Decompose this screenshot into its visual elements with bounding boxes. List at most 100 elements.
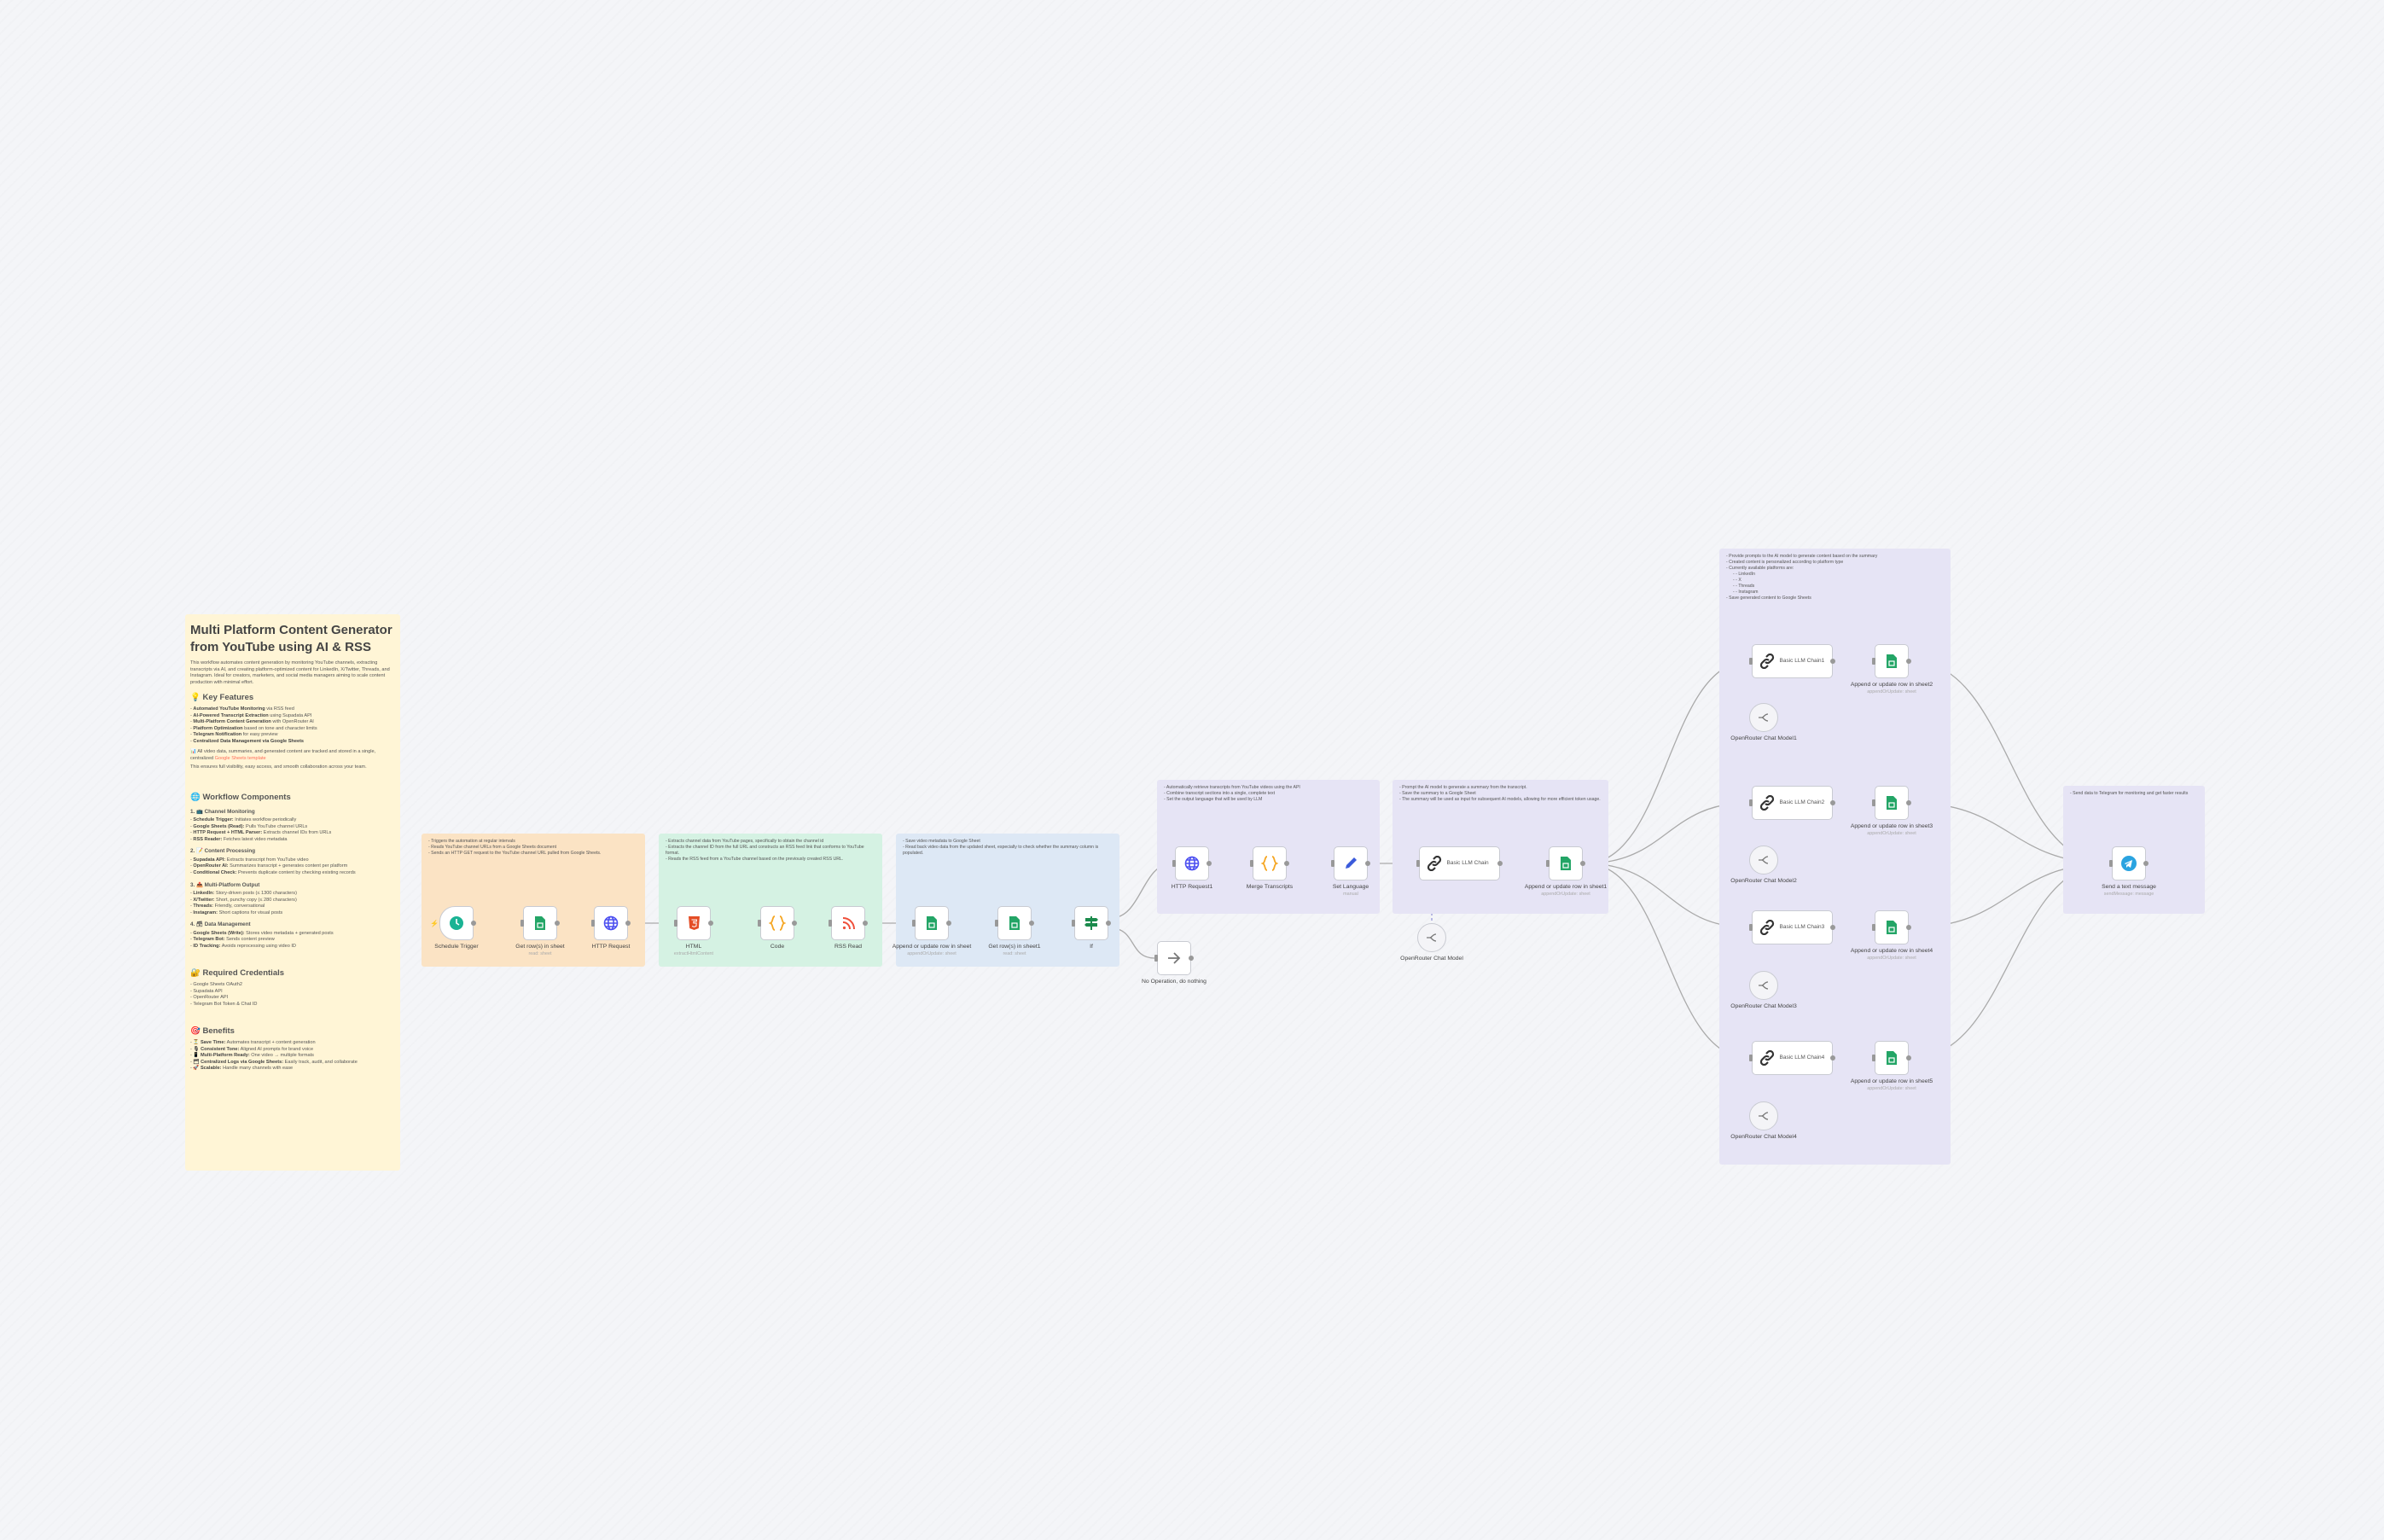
group-sticky-g1[interactable]: Triggers the automation at regular inter… — [422, 834, 645, 967]
node-llm3[interactable]: Basic LLM Chain3 — [1748, 910, 1835, 944]
node-http[interactable] — [591, 906, 631, 940]
output-handle[interactable] — [1207, 861, 1212, 866]
node-app5[interactable] — [1872, 1041, 1911, 1075]
output-handle[interactable] — [1580, 861, 1585, 866]
input-handle[interactable] — [1072, 920, 1075, 927]
input-handle[interactable] — [829, 920, 832, 927]
output-handle[interactable] — [708, 921, 713, 926]
group-sticky-g3[interactable]: Save video metadata to Google SheetRead … — [896, 834, 1119, 967]
output-handle[interactable] — [1829, 925, 1835, 930]
input-handle[interactable] — [591, 920, 595, 927]
output-handle[interactable] — [555, 921, 560, 926]
output-handle[interactable] — [1829, 800, 1835, 805]
node-model[interactable] — [1417, 923, 1446, 952]
input-handle[interactable] — [1748, 799, 1753, 806]
node-model3[interactable] — [1749, 971, 1778, 1000]
node-rss[interactable] — [829, 906, 868, 940]
input-handle[interactable] — [1872, 924, 1875, 931]
node-tg[interactable] — [2109, 846, 2149, 880]
output-handle[interactable] — [1284, 861, 1289, 866]
output-handle[interactable] — [946, 921, 951, 926]
output-handle[interactable] — [471, 921, 476, 926]
input-handle[interactable] — [1546, 860, 1550, 867]
node-label-block: Schedule Trigger — [414, 944, 499, 950]
item-text: Avoids reprocessing using video ID — [220, 943, 296, 949]
group-note: Created content is personalized accordin… — [1726, 560, 1944, 566]
group-sticky-g7[interactable]: Send data to Telegram for monitoring and… — [2063, 786, 2205, 914]
input-handle[interactable] — [1748, 924, 1753, 931]
output-handle[interactable] — [1029, 921, 1034, 926]
node-append[interactable] — [912, 906, 951, 940]
node-getrow2[interactable] — [995, 906, 1034, 940]
node-model2[interactable] — [1749, 846, 1778, 875]
input-handle[interactable] — [2109, 860, 2113, 867]
node-app4[interactable] — [1872, 910, 1911, 944]
output-handle[interactable] — [2143, 861, 2149, 866]
node-if[interactable] — [1072, 906, 1111, 940]
node-llm2[interactable]: Basic LLM Chain2 — [1748, 786, 1835, 820]
output-handle[interactable] — [863, 921, 868, 926]
input-handle[interactable] — [758, 920, 761, 927]
output-handle[interactable] — [792, 921, 797, 926]
node-model4[interactable] — [1749, 1101, 1778, 1130]
list-item: Multi-Platform Content Generation with O… — [190, 719, 395, 726]
output-handle[interactable] — [1906, 925, 1911, 930]
item-bold: Google Sheets (Write): — [193, 930, 245, 936]
output-handle[interactable] — [1497, 861, 1503, 866]
output-handle[interactable] — [1189, 956, 1194, 961]
google-sheets-template-link[interactable]: Google Sheets template — [214, 755, 266, 761]
node-setlang[interactable] — [1331, 846, 1370, 880]
group-note: Send data to Telegram for monitoring and… — [2070, 791, 2198, 797]
output-handle[interactable] — [1365, 861, 1370, 866]
node-llm[interactable]: Basic LLM Chain — [1416, 846, 1503, 880]
component-items: Schedule Trigger: Initiates workflow per… — [190, 817, 395, 843]
output-handle[interactable] — [1829, 659, 1835, 664]
list-item: ID Tracking: Avoids reprocessing using v… — [190, 944, 395, 950]
input-handle[interactable] — [912, 920, 916, 927]
item-bold: Multi-Platform Content Generation — [193, 719, 271, 725]
list-item: OpenRouter AI: Summarizes transcript + g… — [190, 863, 395, 870]
input-handle[interactable] — [1416, 860, 1420, 867]
node-label-block: OpenRouter Chat Model3 — [1721, 1003, 1806, 1010]
node-merge[interactable] — [1250, 846, 1289, 880]
workflow-description-sticky-note[interactable]: Multi Platform Content Generator from Yo… — [185, 614, 400, 1171]
node-sched[interactable]: ⚡ — [430, 906, 476, 940]
node-label: OpenRouter Chat Model4 — [1730, 1134, 1797, 1140]
output-handle[interactable] — [625, 921, 631, 926]
output-handle[interactable] — [1906, 1055, 1911, 1061]
input-handle[interactable] — [1872, 658, 1875, 665]
node-app2[interactable] — [1872, 644, 1911, 678]
input-handle[interactable] — [1872, 1055, 1875, 1061]
input-handle[interactable] — [1172, 860, 1176, 867]
input-handle[interactable] — [1250, 860, 1253, 867]
input-handle[interactable] — [520, 920, 524, 927]
storage-note: 📊 All video data, summaries, and generat… — [190, 749, 395, 762]
node-html[interactable] — [674, 906, 713, 940]
input-handle[interactable] — [1154, 955, 1158, 962]
node-model1[interactable] — [1749, 703, 1778, 732]
node-http1[interactable] — [1172, 846, 1212, 880]
node-app3[interactable] — [1872, 786, 1911, 820]
node-append1[interactable] — [1546, 846, 1585, 880]
item-text: Story-driven posts (≤ 1300 characters) — [214, 891, 297, 897]
input-handle[interactable] — [1748, 1055, 1753, 1061]
group-sticky-g2[interactable]: Extracts channel data from YouTube pages… — [659, 834, 882, 967]
node-noop[interactable] — [1154, 941, 1194, 975]
output-handle[interactable] — [1106, 921, 1111, 926]
output-handle[interactable] — [1829, 1055, 1835, 1061]
input-handle[interactable] — [995, 920, 998, 927]
node-code[interactable] — [758, 906, 797, 940]
input-handle[interactable] — [1872, 799, 1875, 806]
node-getrows[interactable] — [520, 906, 560, 940]
output-handle[interactable] — [1906, 800, 1911, 805]
item-text: Short, punchy copy (≤ 280 characters) — [214, 897, 297, 903]
node-subtitle: sendMessage: message — [2103, 892, 2154, 898]
input-handle[interactable] — [1331, 860, 1334, 867]
node-llm1[interactable]: Basic LLM Chain1 — [1748, 644, 1835, 678]
input-handle[interactable] — [674, 920, 677, 927]
output-handle[interactable] — [1906, 659, 1911, 664]
node-llm4[interactable]: Basic LLM Chain4 — [1748, 1041, 1835, 1075]
group-note: - X — [1726, 578, 1944, 584]
input-handle[interactable] — [1748, 658, 1753, 665]
